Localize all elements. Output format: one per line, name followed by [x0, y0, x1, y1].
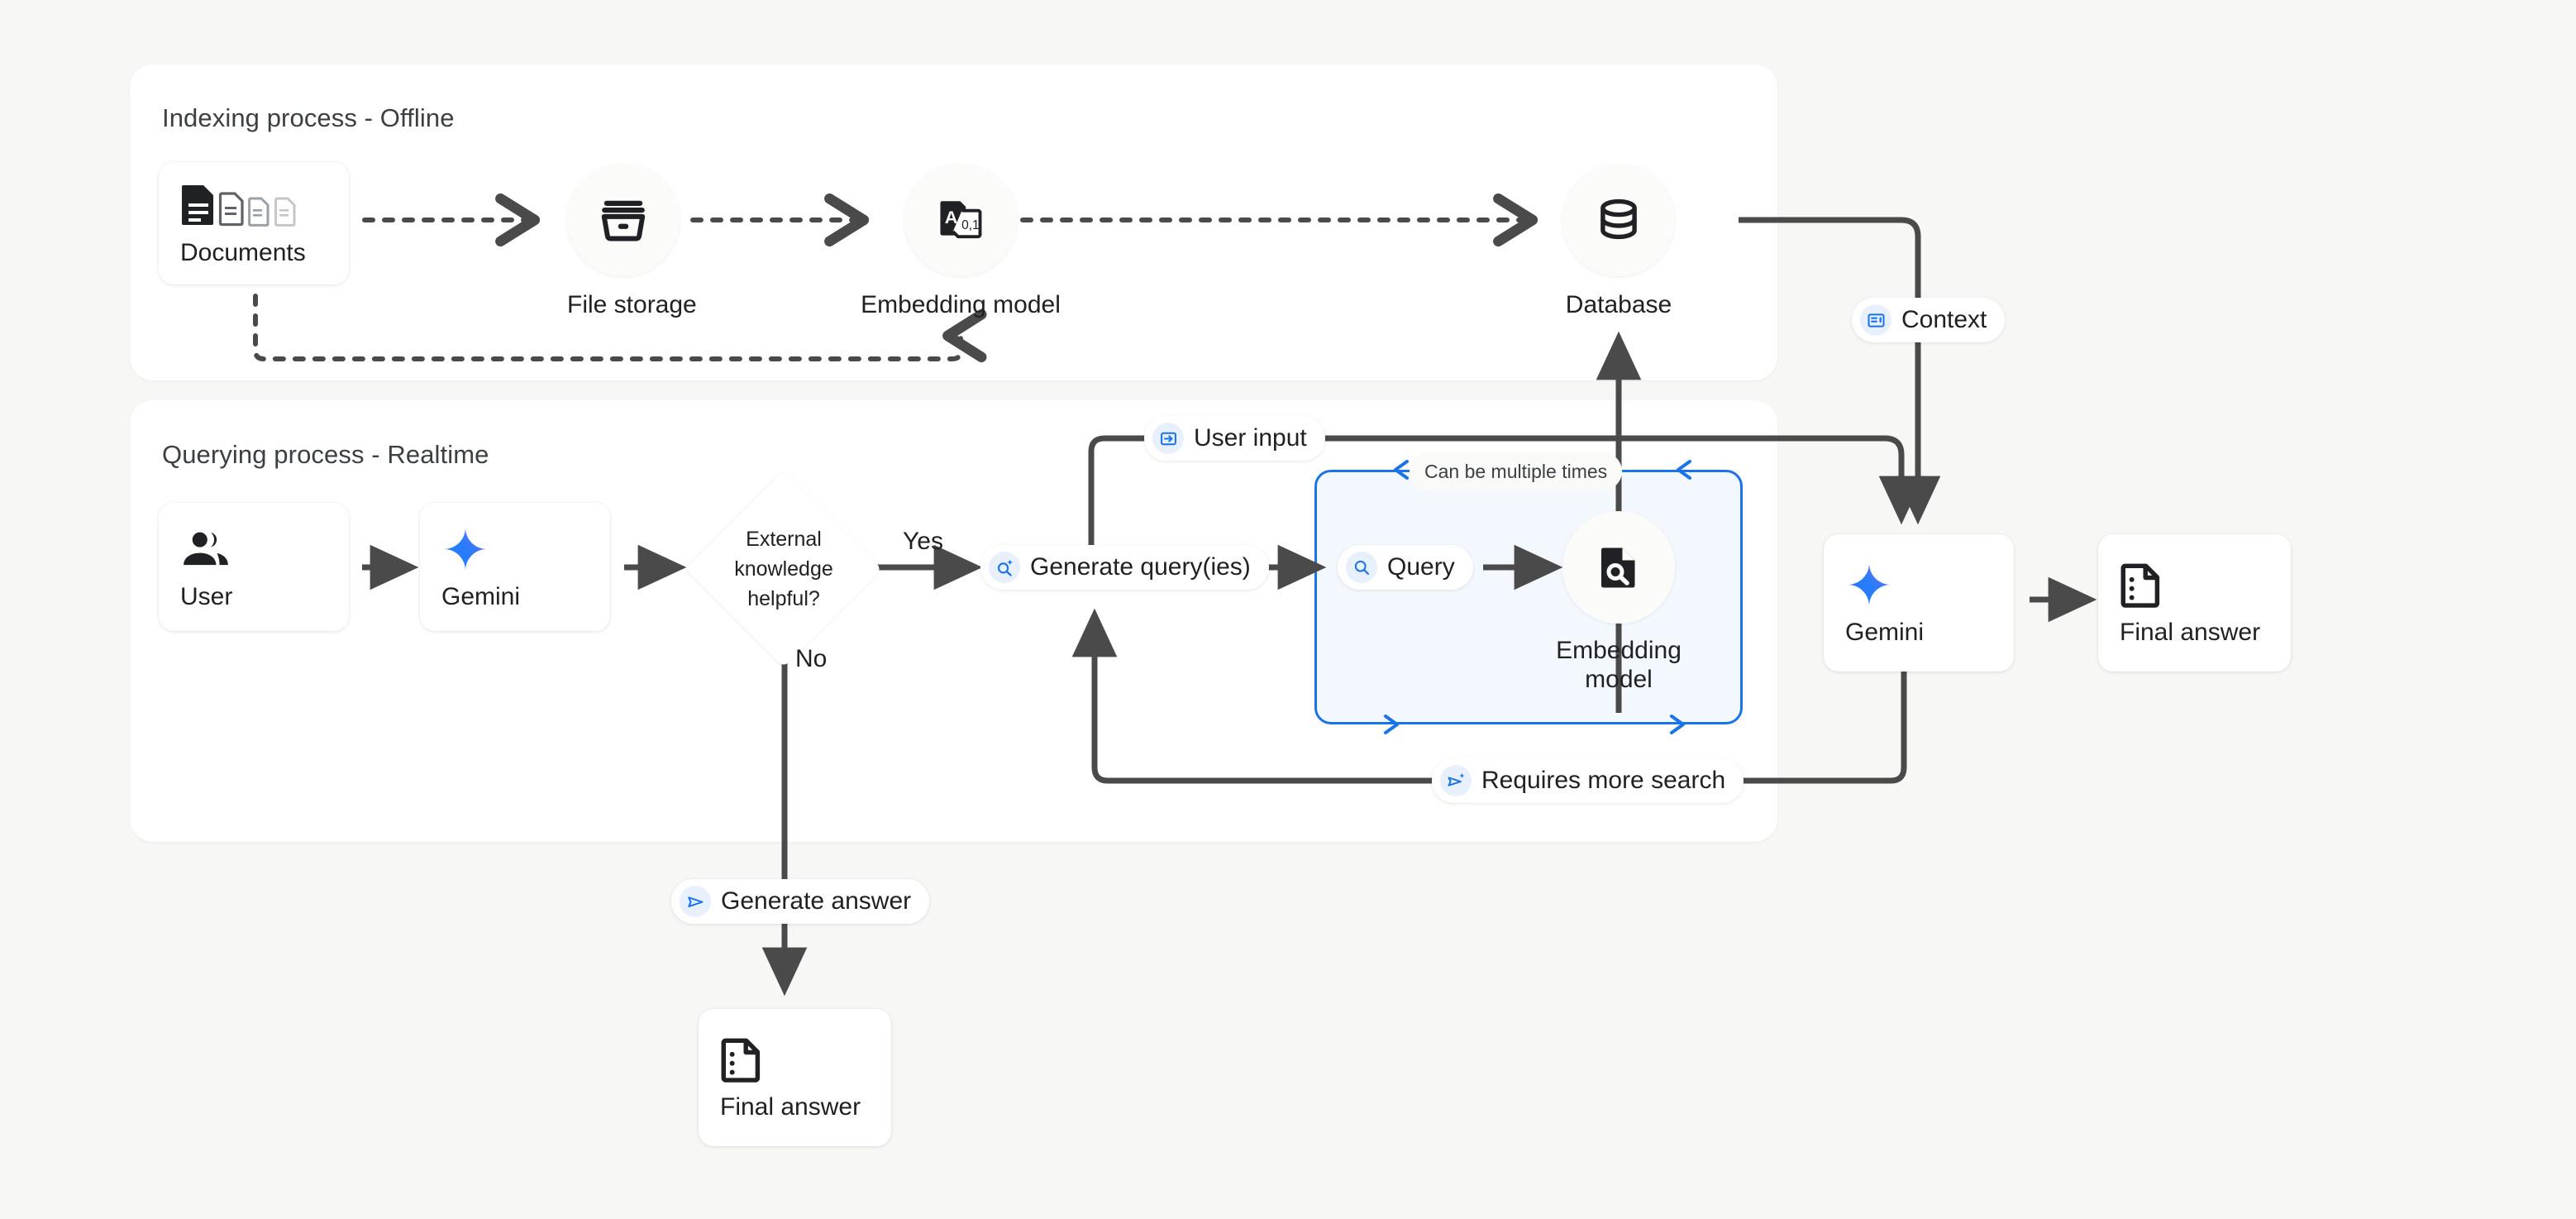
- gemini-sparkle-icon: [441, 523, 489, 575]
- pill-context-label: Context: [1901, 306, 1987, 333]
- panel-indexing-title: Indexing process - Offline: [162, 103, 455, 132]
- input-arrow-icon: [1152, 423, 1184, 454]
- svg-text:0,1: 0,1: [961, 218, 980, 232]
- node-user-label: User: [180, 582, 233, 610]
- node-database-label: Database: [1565, 291, 1672, 318]
- search-sparkle-icon: [989, 552, 1020, 583]
- pill-generate-answer[interactable]: Generate answer: [671, 879, 930, 924]
- node-gemini-right-label: Gemini: [1845, 619, 1925, 646]
- embedding-model-label-line1: Embedding: [1556, 637, 1682, 664]
- pill-user-input-label: User input: [1194, 424, 1307, 452]
- node-user[interactable]: User: [159, 503, 349, 631]
- node-final-answer-bottom[interactable]: Final answer: [699, 1009, 891, 1146]
- node-file-storage[interactable]: [567, 164, 680, 276]
- pill-generate-answer-label: Generate answer: [721, 887, 912, 915]
- node-documents[interactable]: Documents: [159, 162, 349, 284]
- embedding-model-label-line2: model: [1585, 665, 1653, 693]
- pill-query-label: Query: [1387, 553, 1455, 581]
- label-can-be-multiple-times: Can be multiple times: [1410, 452, 1623, 490]
- svg-text:A: A: [945, 207, 958, 227]
- node-final-answer-bottom-label: Final answer: [720, 1093, 861, 1121]
- panel-querying-title: Querying process - Realtime: [162, 440, 489, 469]
- pill-generate-queries[interactable]: Generate query(ies): [980, 545, 1269, 590]
- node-database[interactable]: [1562, 164, 1675, 276]
- answer-doc-icon: [2120, 559, 2163, 610]
- edge-label-no: No: [795, 645, 828, 672]
- database-icon: [1600, 198, 1637, 240]
- node-gemini-left[interactable]: Gemini: [420, 503, 610, 631]
- embedding-model-icon: A 0,1: [940, 201, 982, 239]
- context-panel-icon: [1860, 304, 1891, 336]
- node-embedding-model-querying[interactable]: [1562, 511, 1675, 624]
- gemini-sparkle-icon: [1845, 559, 1893, 610]
- node-gemini-left-label: Gemini: [441, 582, 521, 610]
- node-gemini-right[interactable]: Gemini: [1824, 534, 2014, 672]
- user-group-icon: [180, 523, 231, 575]
- node-embedding-model-indexing[interactable]: A 0,1: [904, 164, 1017, 276]
- decision-line-3: helpful?: [747, 587, 820, 611]
- documents-icon: [180, 179, 304, 231]
- node-final-answer-right-label: Final answer: [2120, 619, 2261, 646]
- node-embedding-model-querying-label: Embedding model: [1539, 637, 1698, 694]
- node-embedding-model-indexing-label: Embedding model: [861, 291, 1061, 318]
- search-icon: [1346, 552, 1377, 583]
- node-file-storage-label: File storage: [567, 291, 697, 318]
- node-final-answer-right[interactable]: Final answer: [2098, 534, 2291, 672]
- pill-context[interactable]: Context: [1852, 298, 2006, 342]
- file-storage-icon: [601, 200, 646, 241]
- node-documents-label: Documents: [180, 239, 306, 266]
- send-sparkle-icon: [1440, 765, 1472, 796]
- node-decision-external-knowledge[interactable]: External knowledge helpful?: [685, 471, 882, 667]
- send-icon: [680, 886, 711, 917]
- pill-generate-queries-label: Generate query(ies): [1030, 553, 1251, 581]
- document-search-icon: [1601, 547, 1635, 588]
- decision-line-2: knowledge: [734, 557, 833, 581]
- decision-diamond-text: External knowledge helpful?: [703, 488, 865, 650]
- pill-query[interactable]: Query: [1338, 545, 1473, 590]
- decision-line-1: External: [746, 527, 822, 551]
- pill-requires-more-search[interactable]: Requires more search: [1432, 758, 1744, 803]
- answer-doc-icon: [720, 1034, 763, 1085]
- edge-label-yes: Yes: [903, 528, 943, 555]
- pill-user-input[interactable]: User input: [1144, 416, 1325, 461]
- pill-requires-more-search-label: Requires more search: [1481, 767, 1726, 794]
